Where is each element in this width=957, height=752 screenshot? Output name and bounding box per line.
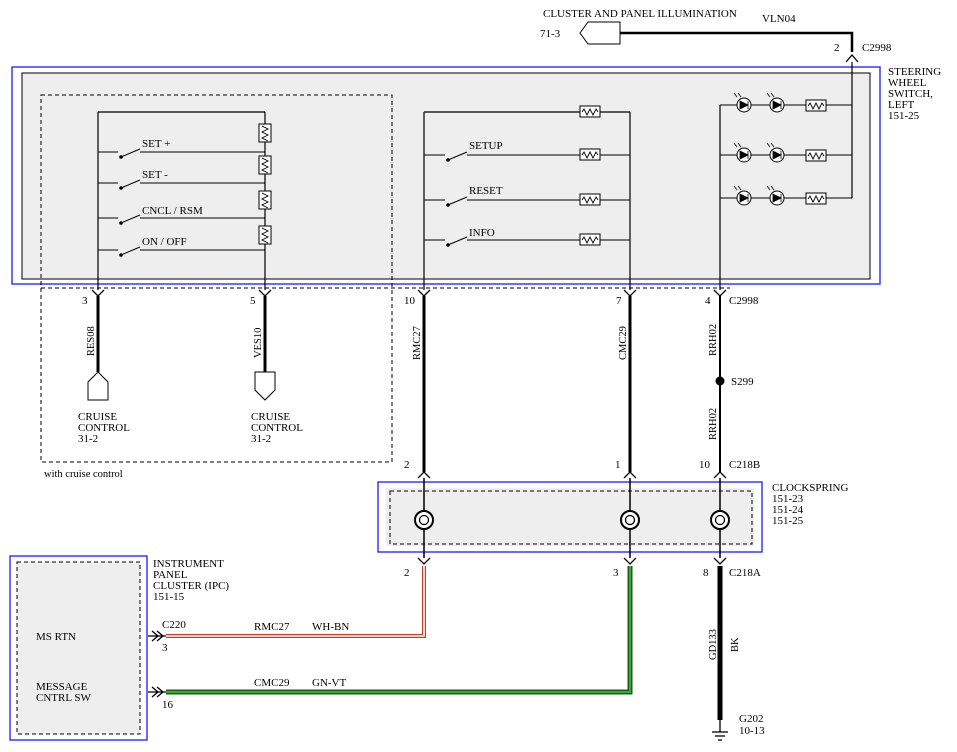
svg-text:LEFT: LEFT	[888, 99, 915, 111]
ground-wire: GD133 BK G202 10-13	[708, 566, 765, 741]
pin-4: 4	[705, 295, 711, 307]
illumination-page-ref: 71-3	[540, 28, 561, 40]
illumination-feed: CLUSTER AND PANEL ILLUMINATION 71-3 VLN0…	[540, 8, 892, 63]
svg-text:C218B: C218B	[729, 459, 760, 471]
svg-text:C218A: C218A	[729, 567, 761, 579]
svg-text:3: 3	[613, 567, 619, 579]
cruise-switch-group: SET + SET - CNCL / RSM ON / OFF	[97, 111, 272, 290]
clockspring-title: CLOCKSPRING	[772, 482, 848, 494]
resistor	[579, 193, 601, 206]
steering-switch-frame	[11, 66, 881, 285]
svg-text:151-23: 151-23	[772, 493, 804, 505]
svg-text:151-25: 151-25	[772, 515, 804, 527]
svg-text:10: 10	[699, 459, 711, 471]
svg-text:8: 8	[703, 567, 709, 579]
c218b-pins: 2 1 10 C218B	[404, 459, 760, 479]
wire-rmc27: RMC27	[412, 326, 423, 360]
clockspring-coil	[414, 510, 434, 530]
splice-label: S299	[731, 376, 754, 388]
steering-switch-label: STEERING WHEEL SWITCH, LEFT 151-25	[888, 66, 941, 122]
svg-text:31-2: 31-2	[251, 433, 271, 445]
clockspring-feed-wires: RMC27 CMC29 RRH02 S299 RRH02	[412, 296, 754, 472]
splice-dot	[715, 376, 725, 386]
wire-gd133: GD133	[708, 629, 719, 660]
switch-cncl-rsm-label: CNCL / RSM	[142, 205, 203, 217]
svg-text:CONTROL: CONTROL	[78, 422, 130, 434]
svg-text:WHEEL: WHEEL	[888, 77, 927, 89]
wire-rrh02-a: RRH02	[708, 324, 719, 356]
illumination-circuit: VLN04	[762, 13, 796, 25]
svg-text:CRUISE: CRUISE	[251, 411, 290, 423]
cruise-wires: RES08 CRUISE CONTROL 31-2 VES10 CRUISE C…	[78, 296, 303, 445]
svg-text:2: 2	[404, 459, 410, 471]
illumination-connector: C2998	[862, 42, 892, 54]
switch-set-minus-label: SET -	[142, 169, 168, 181]
pin-5: 5	[250, 295, 256, 307]
svg-text:CRUISE: CRUISE	[78, 411, 117, 423]
wire-rrh02-b: RRH02	[708, 408, 719, 440]
steering-switch-body	[21, 72, 871, 280]
svg-text:CONTROL: CONTROL	[251, 422, 303, 434]
cruise-connector-a	[87, 371, 109, 401]
pin-10: 10	[404, 295, 416, 307]
pin-7: 7	[616, 295, 622, 307]
switch-set-plus-label: SET +	[142, 138, 170, 150]
pin-3: 3	[82, 295, 88, 307]
ipc-ms-rtn: MS RTN	[36, 631, 76, 643]
ipc-wires: RMC27 WH-BN CMC29 GN-VT	[166, 566, 633, 695]
svg-text:SWITCH,: SWITCH,	[888, 88, 933, 100]
switch-reset-label: RESET	[469, 185, 503, 197]
ipc-title: INSTRUMENT	[153, 558, 224, 570]
c2998-connector-label: C2998	[729, 295, 759, 307]
ipc-message: MESSAGE	[36, 681, 88, 693]
clockspring: CLOCKSPRING 151-23 151-24 151-25	[377, 478, 848, 558]
message-switch-group: SETUP RESET INFO	[423, 105, 631, 290]
bottom-wire-gn-vt: GN-VT	[312, 677, 346, 689]
ipc-module: INSTRUMENT PANEL CLUSTER (IPC) 151-15 MS…	[9, 555, 229, 741]
led-row	[720, 185, 852, 206]
switch-on-off-label: ON / OFF	[142, 236, 187, 248]
wire-bk: BK	[730, 637, 741, 652]
bottom-wire-cmc29: CMC29	[254, 677, 290, 689]
cruise-connector-b	[254, 371, 276, 401]
clockspring-coil	[710, 510, 730, 530]
wire-ves10: VES10	[253, 328, 264, 358]
illumination-connector-shape	[579, 21, 621, 45]
bottom-wire-wh-bn: WH-BN	[312, 621, 349, 633]
resistor	[579, 148, 601, 161]
resistor	[579, 105, 601, 118]
led-row	[720, 92, 852, 113]
bottom-wire-rmc27: RMC27	[254, 621, 290, 633]
illumination-title: CLUSTER AND PANEL ILLUMINATION	[543, 8, 737, 20]
led-row	[720, 142, 852, 163]
illumination-led-group	[719, 62, 853, 290]
c2998-pins: 3 5 10 7 4 C2998	[41, 287, 759, 307]
wire-cmc29: CMC29	[618, 326, 629, 360]
ground-name: G202	[739, 713, 763, 725]
clockspring-coil	[620, 510, 640, 530]
svg-text:31-2: 31-2	[78, 433, 98, 445]
svg-text:CLUSTER (IPC): CLUSTER (IPC)	[153, 580, 229, 592]
switch-setup-label: SETUP	[469, 140, 503, 152]
switch-info-label: INFO	[469, 227, 495, 239]
illumination-pin: 2	[834, 42, 840, 54]
svg-text:151-25: 151-25	[888, 110, 920, 122]
svg-text:STEERING: STEERING	[888, 66, 941, 78]
ipc-cntrl-sw: CNTRL SW	[36, 692, 92, 704]
c218a-pins: 2 3 8 C218A	[404, 557, 761, 579]
cruise-note: with cruise control	[44, 469, 123, 480]
wire-res08: RES08	[86, 326, 97, 356]
resistor	[579, 233, 601, 246]
ipc-pin-3: 3	[162, 642, 168, 654]
svg-text:1: 1	[615, 459, 621, 471]
svg-text:151-15: 151-15	[153, 591, 185, 603]
svg-text:151-24: 151-24	[772, 504, 804, 516]
ipc-connector: C220	[162, 619, 186, 631]
ground-ref: 10-13	[739, 725, 765, 737]
cruise-dashed-region	[40, 94, 393, 463]
svg-text:2: 2	[404, 567, 410, 579]
ipc-pin-16: 16	[162, 699, 174, 711]
svg-text:PANEL: PANEL	[153, 569, 188, 581]
